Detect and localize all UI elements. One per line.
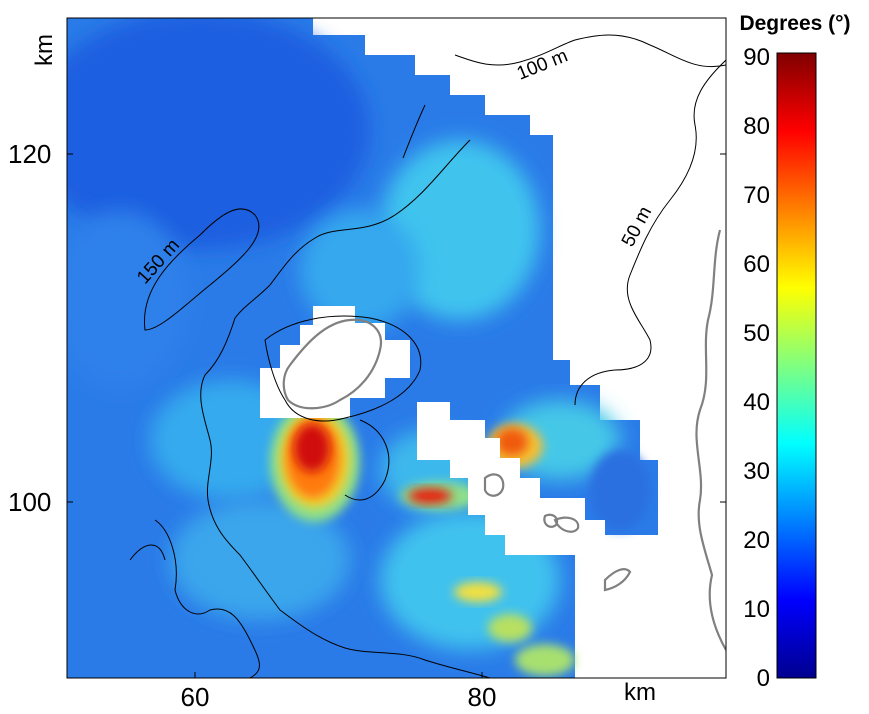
- colorbar-tick-label: 80: [743, 113, 770, 140]
- hotspot-main: [270, 402, 360, 522]
- colorbar-tick-label: 70: [743, 182, 770, 209]
- colorbar-tick-label: 90: [743, 44, 770, 71]
- hotspot-south-2: [488, 614, 532, 642]
- x-axis-unit-label: km: [624, 679, 656, 706]
- colorbar-ticks: 0 10 20 30 40 50 60 70 80 90: [743, 44, 770, 692]
- field-blue-west: [67, 210, 190, 390]
- contour-100m: [454, 34, 726, 68]
- coastline-island-2: [543, 513, 559, 528]
- colorbar-tick-label: 0: [757, 665, 770, 692]
- contour-west-edge: [129, 544, 166, 561]
- colorbar-gradient: [776, 52, 817, 679]
- map-plot-area: 150 m 100 m 50 m: [67, 18, 726, 678]
- coastline-island-1: [483, 473, 505, 497]
- no-data-plateau: [260, 306, 410, 418]
- colorbar-tick-label: 50: [743, 320, 770, 347]
- field-cyan-center: [300, 210, 420, 330]
- contour-west-lobe: [154, 519, 260, 678]
- colorbar-tick-label: 20: [743, 527, 770, 554]
- contour-east-loop: [344, 419, 390, 501]
- x-axis: 60 80 km: [181, 679, 656, 712]
- field-cyan-north: [380, 140, 540, 320]
- coastline-island-3: [553, 516, 580, 533]
- field-dark-blue-nw: [67, 18, 370, 250]
- y-tick-label-120: 120: [8, 139, 51, 169]
- field-blue-east: [590, 450, 650, 530]
- coastline-east: [695, 229, 726, 651]
- colorbar-tick-label: 40: [743, 389, 770, 416]
- y-axis: km 120 100: [8, 34, 58, 517]
- coastline-plateau: [282, 318, 383, 410]
- plot-frame: [66, 17, 727, 679]
- field-cyan-south: [170, 500, 350, 620]
- contour-main: [200, 139, 491, 678]
- contour-50m: [574, 59, 726, 406]
- colorbar-tick-label: 10: [743, 596, 770, 623]
- contour-plateau-rim: [264, 315, 422, 422]
- contour-north-edge: [402, 104, 426, 159]
- y-axis-unit-label: km: [31, 34, 58, 66]
- hotspot-ridge: [400, 482, 480, 510]
- hotspot-south-3: [515, 644, 575, 676]
- colorbar-title: Degrees (°): [739, 12, 850, 35]
- axis-ticks: [67, 153, 726, 678]
- x-tick-label-80: 80: [468, 682, 497, 712]
- coastline-se: [603, 568, 632, 592]
- colorbar-tick-label: 60: [743, 251, 770, 278]
- contour-150m: [143, 208, 260, 331]
- colorbar: Degrees (°) 0 10 20 30 40 50 60 70 80 90: [739, 12, 850, 692]
- colorbar-tick-label: 30: [743, 458, 770, 485]
- x-tick-label-60: 60: [181, 682, 210, 712]
- coastlines: [282, 229, 726, 651]
- no-data-mask: [260, 306, 605, 555]
- y-tick-label-100: 100: [8, 487, 51, 517]
- hotspot-east: [487, 424, 543, 468]
- hotspot-south-1: [454, 582, 502, 602]
- elevation-contours: [129, 34, 726, 678]
- no-data-islands: [417, 402, 605, 555]
